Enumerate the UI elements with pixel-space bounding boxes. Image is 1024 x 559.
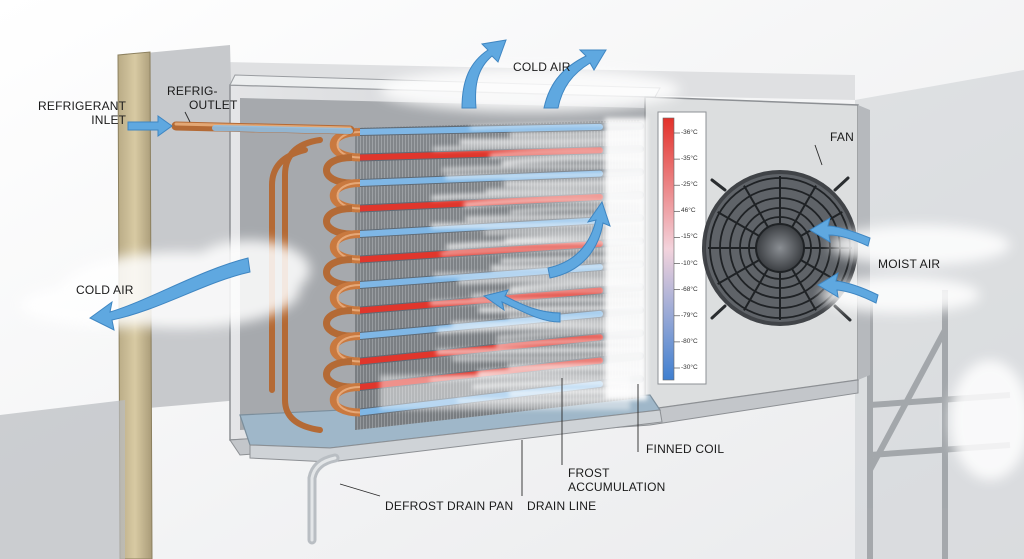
frost-accumulation [380, 118, 647, 410]
temperature-scale-label: -30°C [681, 364, 698, 371]
temperature-scale-label: -35°C [681, 155, 698, 163]
fan-guard-spoke [743, 268, 769, 311]
airflow-arrows [89, 39, 879, 331]
cold-air-left-label: COLD AIR [76, 283, 134, 297]
moist-air-label: MOIST AIR [878, 257, 941, 271]
temperature-scale-label: -25°C [681, 181, 698, 189]
temperature-scale-label: -10°C [681, 259, 698, 267]
refrigerant-inlet-arrow [127, 115, 173, 137]
coil-tube [357, 123, 603, 135]
refrigerant-inlet-label: REFRIGERANT INLET [38, 99, 126, 127]
cold-air-left-arrow [89, 257, 251, 331]
fan-guard-spoke [717, 211, 760, 237]
cold-air-top-arrow-right [543, 49, 607, 109]
temperature-scale-label: -36°C [681, 129, 698, 136]
copper-return-bends [323, 128, 361, 417]
refrig-outlet-label-line2: OUTLET [189, 98, 238, 112]
temperature-scale-label: -15°C [681, 233, 698, 241]
fan-guard-spoke [791, 268, 817, 311]
frost-accumulation-label: FROST ACCUMULATION [568, 466, 666, 494]
leader-lines [184, 111, 823, 497]
return-bend-highlight [336, 386, 361, 414]
temperature-scale-label: -68°C [681, 285, 698, 293]
moist-air-arrow-upper [809, 216, 871, 247]
frost-front-face [605, 118, 647, 400]
fan-guard-spoke [743, 185, 769, 228]
floor-slab [0, 400, 125, 559]
refrigerant-inlet-label-line2: INLET [91, 113, 127, 127]
fan-guard-spoke [791, 185, 817, 228]
frost-accumulation-label-line2: ACCUMULATION [568, 480, 666, 494]
temperature-scale-label: 46°C [681, 207, 696, 215]
drain-line [307, 453, 340, 545]
room-wall [855, 70, 1024, 559]
refrigerant-inlet-pipe [171, 121, 355, 135]
refrig-outlet-label-line1: REFRIG- [167, 84, 218, 98]
fan-label: FAN [830, 130, 854, 144]
temperature-scale-label: -80°C [681, 337, 698, 345]
moist-air-arrow-lower [817, 271, 879, 304]
refrigerant-inlet-label-line1: REFRIGERANT [38, 99, 127, 113]
defrost-drain-pan-label: DEFROST DRAIN PAN [385, 499, 514, 513]
cold-air-top-label: COLD AIR [513, 60, 571, 74]
cold-air-top-arrow-left [461, 39, 507, 109]
drain-line-label: DRAIN LINE [527, 499, 597, 513]
finned-coil-label: FINNED COIL [646, 442, 725, 456]
fan-guard-spoke [717, 259, 760, 285]
internal-airflow-arrow-upper [547, 200, 611, 279]
frost-base [380, 375, 630, 410]
refrig-outlet-label: REFRIG- OUTLET [167, 84, 238, 112]
internal-airflow-arrow-lower [482, 289, 561, 323]
frost-accumulation-label-line1: FROST [568, 466, 610, 480]
fan [702, 170, 858, 326]
temperature-scale-label: -79°C [681, 311, 698, 319]
